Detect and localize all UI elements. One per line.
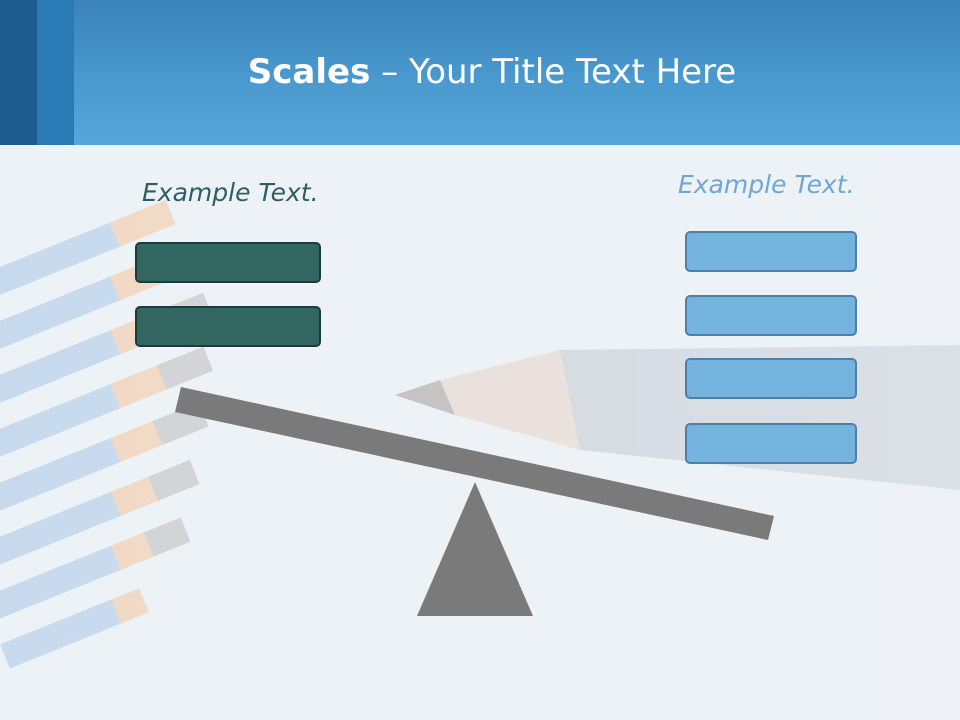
title-banner	[0, 0, 960, 145]
title-rest: – Your Title Text Here	[370, 52, 737, 92]
scale-fulcrum	[417, 482, 533, 616]
right-box-3[interactable]	[685, 358, 857, 399]
banner-accent-light	[37, 0, 74, 145]
banner-accent-dark	[0, 0, 37, 145]
right-example-text[interactable]: Example Text.	[678, 170, 855, 199]
left-box-1[interactable]	[135, 242, 321, 283]
slide-title[interactable]: Scales – Your Title Text Here	[0, 52, 960, 92]
left-example-text[interactable]: Example Text.	[142, 178, 319, 207]
left-box-2[interactable]	[135, 306, 321, 347]
right-box-1[interactable]	[685, 231, 857, 272]
title-bold: Scales	[247, 52, 371, 92]
right-box-4[interactable]	[685, 423, 857, 464]
right-box-2[interactable]	[685, 295, 857, 336]
scale-beam	[175, 387, 774, 540]
